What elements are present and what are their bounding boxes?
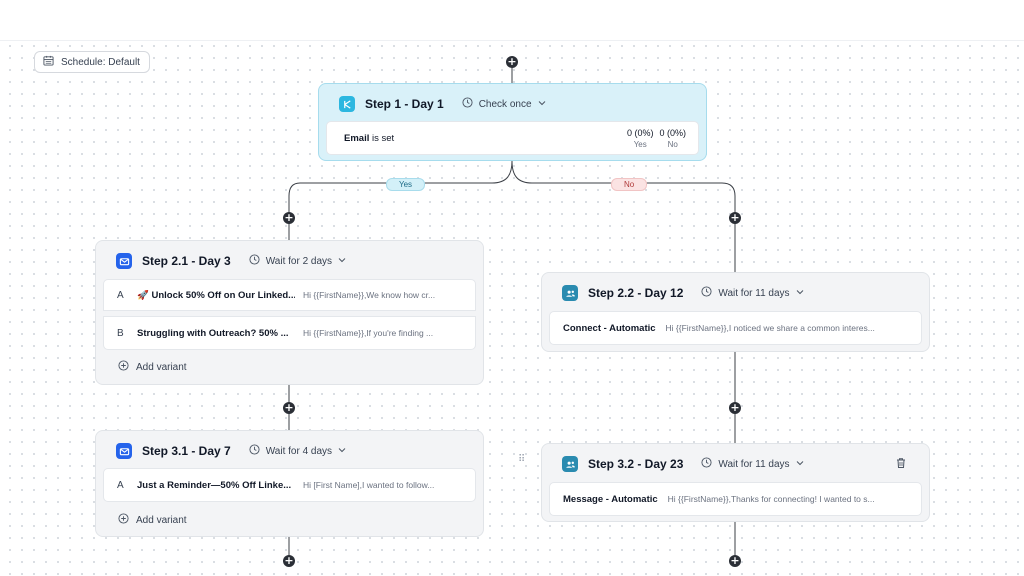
variant-row[interactable]: A Just a Reminder—50% Off Linke... Hi [F… — [103, 468, 476, 502]
step-card-2-2[interactable]: Step 2.2 - Day 12 Wait for 11 days Conne… — [541, 272, 930, 352]
condition-stats: 0 (0%) Yes 0 (0%) No — [627, 128, 686, 149]
add-variant-button[interactable]: Add variant — [118, 513, 187, 527]
top-toolbar-area — [0, 0, 1024, 41]
chevron-down-icon — [796, 288, 804, 299]
wait-label: Wait for 4 days — [265, 445, 333, 457]
step-title: Step 2.1 - Day 3 — [142, 254, 231, 268]
action-label: Message - Automatic — [563, 493, 658, 505]
action-preview: Hi {{FirstName}},Thanks for connecting! … — [667, 494, 875, 504]
wait-dropdown[interactable]: Wait for 4 days — [249, 444, 346, 458]
no-stat: 0 (0%) No — [659, 128, 686, 149]
check-frequency-dropdown[interactable]: Check once — [462, 97, 546, 111]
email-icon — [116, 443, 132, 459]
variant-letter: B — [117, 327, 124, 339]
wait-label: Wait for 11 days — [718, 458, 790, 470]
step-header: Step 2.1 - Day 3 Wait for 2 days — [116, 253, 346, 269]
variant-subject: Just a Reminder—50% Off Linke... — [137, 479, 292, 491]
chevron-down-icon — [338, 256, 346, 267]
variant-row[interactable]: B Struggling with Outreach? 50% ... Hi {… — [103, 316, 476, 350]
step-card-2-1[interactable]: Step 2.1 - Day 3 Wait for 2 days A 🚀 Unl… — [95, 240, 484, 385]
variant-letter: A — [117, 479, 124, 491]
drag-handle-icon[interactable]: ⠿ — [518, 454, 525, 465]
wait-dropdown[interactable]: Wait for 11 days — [701, 457, 803, 471]
step-card-3-1[interactable]: Step 3.1 - Day 7 Wait for 4 days A Just … — [95, 430, 484, 537]
add-step-button[interactable]: + — [283, 211, 295, 224]
clock-icon — [701, 457, 712, 471]
variant-preview: Hi {{FirstName}},We know how cr... — [303, 290, 436, 300]
add-step-button[interactable]: + — [506, 55, 518, 68]
add-variant-label: Add variant — [136, 361, 187, 373]
condition-text: Email is set — [344, 133, 394, 144]
yes-stat: 0 (0%) Yes — [627, 128, 654, 149]
step-card-3-2[interactable]: Step 3.2 - Day 23 Wait for 11 days Messa… — [541, 443, 930, 522]
condition-branch-icon — [339, 96, 355, 112]
variant-letter: A — [117, 289, 124, 301]
add-step-button[interactable]: + — [729, 401, 741, 414]
add-step-button[interactable]: + — [283, 554, 295, 567]
action-row[interactable]: Connect - Automatic Hi {{FirstName}},I n… — [549, 311, 922, 345]
action-preview: Hi {{FirstName}},I noticed we share a co… — [665, 323, 875, 333]
chevron-down-icon — [796, 459, 804, 470]
no-stat-label: No — [667, 139, 678, 149]
step-title: Step 2.2 - Day 12 — [588, 286, 684, 300]
check-frequency-label: Check once — [478, 98, 532, 110]
add-variant-label: Add variant — [136, 514, 187, 526]
yes-stat-label: Yes — [633, 139, 647, 149]
chevron-down-icon — [338, 446, 346, 457]
plus-circle-icon — [118, 360, 129, 374]
clock-icon — [701, 286, 712, 300]
condition-row[interactable]: Email is set 0 (0%) Yes 0 (0%) No — [326, 121, 699, 155]
step-title: Step 3.2 - Day 23 — [588, 457, 684, 471]
step-header: Step 3.1 - Day 7 Wait for 4 days — [116, 443, 346, 459]
variant-subject: 🚀 Unlock 50% Off on Our Linked... — [137, 289, 295, 301]
calendar-icon — [43, 55, 54, 69]
branch-yes-label: Yes — [386, 178, 426, 191]
chevron-down-icon — [538, 99, 546, 110]
step-title: Step 3.1 - Day 7 — [142, 444, 231, 458]
wait-label: Wait for 11 days — [718, 287, 790, 299]
variant-row[interactable]: A 🚀 Unlock 50% Off on Our Linked... Hi {… — [103, 279, 476, 311]
clock-icon — [249, 444, 260, 458]
step-header: Step 2.2 - Day 12 Wait for 11 days — [562, 285, 804, 301]
variant-subject: Struggling with Outreach? 50% ... — [137, 327, 289, 339]
schedule-label: Schedule: Default — [61, 56, 140, 68]
branch-no-label: No — [611, 178, 648, 191]
yes-count: 0 (0%) — [626, 127, 654, 138]
delete-step-button[interactable] — [895, 456, 907, 474]
step-header: Step 3.2 - Day 23 Wait for 11 days — [562, 456, 804, 472]
variant-preview: Hi {{FirstName}},If you're finding ... — [303, 328, 434, 338]
trash-icon — [895, 456, 907, 473]
wait-label: Wait for 2 days — [265, 255, 333, 267]
add-step-button[interactable]: + — [283, 401, 295, 414]
step-card-1[interactable]: Step 1 - Day 1 Check once Email is set 0… — [318, 83, 707, 161]
action-label: Connect - Automatic — [563, 322, 656, 334]
email-icon — [116, 253, 132, 269]
add-step-button[interactable]: + — [729, 554, 741, 567]
linkedin-users-icon — [562, 456, 578, 472]
linkedin-users-icon — [562, 285, 578, 301]
add-step-button[interactable]: + — [729, 211, 741, 224]
add-variant-button[interactable]: Add variant — [118, 360, 187, 374]
schedule-button[interactable]: Schedule: Default — [34, 51, 150, 73]
no-count: 0 (0%) — [659, 127, 686, 138]
condition-field: Email — [344, 132, 370, 144]
action-row[interactable]: Message - Automatic Hi {{FirstName}},Tha… — [549, 482, 922, 516]
step-title: Step 1 - Day 1 — [365, 97, 444, 111]
variant-preview: Hi [First Name],I wanted to follow... — [303, 480, 435, 490]
wait-dropdown[interactable]: Wait for 2 days — [249, 254, 346, 268]
step-header: Step 1 - Day 1 Check once — [339, 96, 546, 112]
plus-circle-icon — [118, 513, 129, 527]
clock-icon — [249, 254, 260, 268]
condition-operator: is set — [369, 132, 395, 144]
clock-icon — [462, 97, 473, 111]
wait-dropdown[interactable]: Wait for 11 days — [701, 286, 803, 300]
